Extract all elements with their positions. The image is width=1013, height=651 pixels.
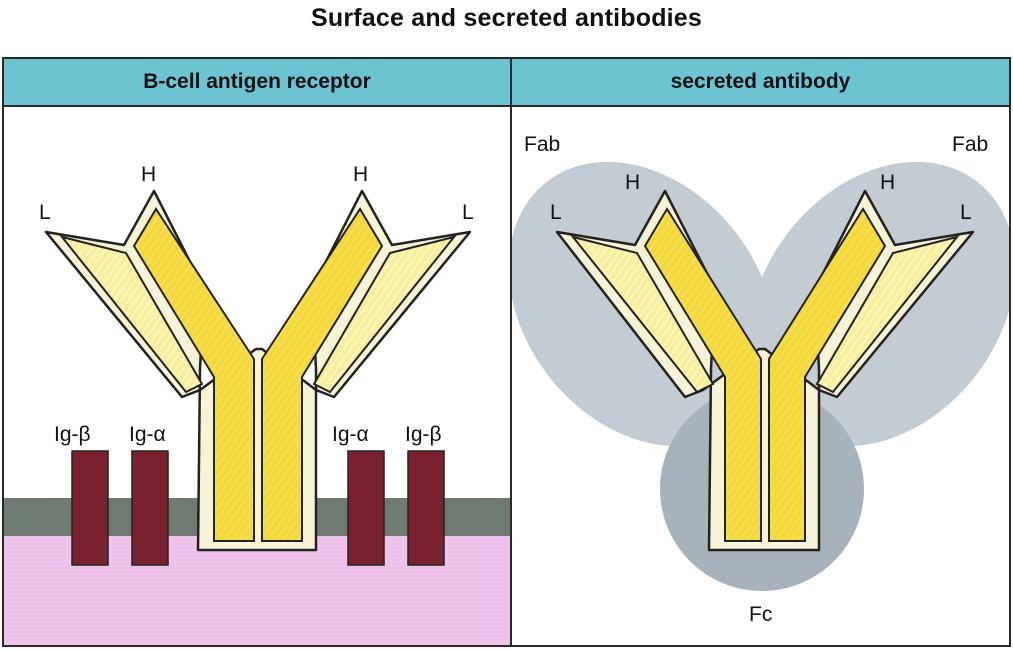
panel-header-right: secreted antibody (512, 59, 1009, 107)
receptor-outline (46, 191, 470, 550)
label-fab-right: Fab (952, 133, 988, 156)
label-h-right: H (880, 171, 895, 194)
label-l-right: L (462, 201, 474, 224)
label-ig-alpha-right: Ig-α (332, 423, 369, 446)
label-l-left: L (550, 201, 562, 224)
secreted-antibody-panel: Fab Fab Fc H H L L secreted antibody (510, 57, 1011, 647)
label-l-right: L (960, 201, 972, 224)
ig-beta-right-protein (408, 451, 444, 565)
label-h-right: H (353, 163, 368, 186)
bcell-receptor-diagram: H H L L Ig-β Ig-α Ig-α Ig-β (4, 59, 512, 647)
label-ig-beta-left: Ig-β (54, 423, 91, 446)
figure-title: Surface and secreted antibodies (0, 4, 1013, 33)
bcr-antibody (46, 191, 470, 550)
label-l-left: L (39, 201, 51, 224)
label-fab-left: Fab (524, 133, 560, 156)
panel-header-left: B-cell antigen receptor (4, 59, 510, 107)
ig-beta-left-protein (72, 451, 108, 565)
ig-alpha-right-protein (348, 451, 384, 565)
label-h-left: H (141, 163, 156, 186)
secreted-antibody-diagram: Fab Fab Fc H H L L (512, 59, 1011, 647)
label-h-left: H (625, 171, 640, 194)
bcell-receptor-panel: H H L L Ig-β Ig-α Ig-α Ig-β B-cell antig… (2, 57, 512, 647)
label-fc: Fc (749, 603, 772, 626)
ig-alpha-left-protein (132, 451, 168, 565)
label-ig-beta-right: Ig-β (405, 423, 442, 446)
label-ig-alpha-left: Ig-α (129, 423, 166, 446)
